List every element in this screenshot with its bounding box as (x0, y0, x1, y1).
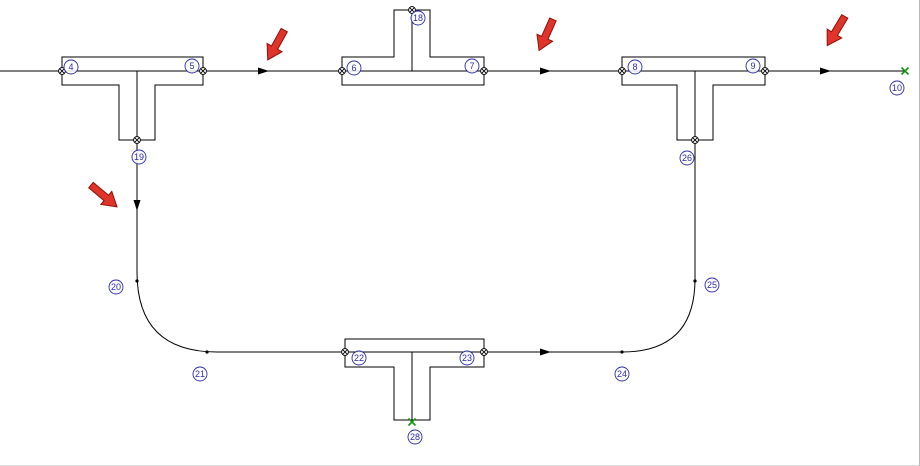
junction-number: 8 (632, 62, 637, 72)
junction-label-7[interactable]: 7 (464, 58, 480, 74)
junction-number: 4 (68, 62, 73, 72)
bend-node-dot[interactable] (620, 350, 624, 354)
junction-number: 6 (351, 63, 356, 73)
junction-label-26[interactable]: 26 (679, 150, 695, 166)
junction-label-9[interactable]: 9 (745, 58, 761, 74)
flow-direction-arrow-icon (133, 200, 141, 211)
junction-label-20[interactable]: 20 (108, 279, 124, 295)
connection-port-marker-icon[interactable] (341, 348, 349, 356)
red-pointer-arrow-icon (266, 27, 288, 61)
tee-junction-left-top[interactable] (61, 56, 204, 141)
connection-port-marker-icon[interactable] (761, 67, 769, 75)
connection-port-marker-icon[interactable] (408, 6, 416, 14)
connection-port-marker-icon[interactable] (691, 136, 699, 144)
junction-number: 25 (707, 280, 717, 290)
junction-label-5[interactable]: 5 (184, 58, 200, 74)
junction-number: 28 (410, 432, 420, 442)
junction-number: 26 (682, 153, 692, 163)
tee-junction-bottom[interactable] (344, 338, 485, 421)
junction-number: 19 (134, 152, 144, 162)
pipe-bypass-loop[interactable] (136, 71, 696, 353)
flow-direction-arrow-icon (820, 67, 831, 75)
connection-port-marker-icon[interactable] (199, 67, 207, 75)
junction-label-18[interactable]: 18 (410, 10, 426, 26)
junction-label-24[interactable]: 24 (614, 366, 630, 382)
junction-number: 22 (354, 353, 364, 363)
junction-number: 24 (617, 369, 627, 379)
tee-junction-right-top[interactable] (621, 56, 766, 141)
junction-number: 20 (111, 282, 121, 292)
junction-number: 10 (892, 83, 902, 93)
junction-number: 18 (413, 13, 423, 23)
bend-node-dot[interactable] (135, 279, 139, 283)
bend-node-dot[interactable] (693, 279, 697, 283)
endpoint-x-marker-icon[interactable] (407, 417, 417, 427)
connection-port-marker-icon[interactable] (338, 67, 346, 75)
junction-label-4[interactable]: 4 (63, 59, 79, 75)
junction-label-23[interactable]: 23 (459, 350, 475, 366)
junction-number: 5 (189, 61, 194, 71)
tee-junction-middle-top[interactable] (341, 9, 485, 86)
junction-label-10[interactable]: 10 (889, 80, 905, 96)
junction-number: 23 (462, 353, 472, 363)
flow-direction-arrow-icon (258, 67, 269, 75)
junction-label-22[interactable]: 22 (351, 350, 367, 366)
junction-number: 9 (750, 61, 755, 71)
junction-label-25[interactable]: 25 (704, 277, 720, 293)
junction-label-6[interactable]: 6 (346, 60, 362, 76)
junction-label-21[interactable]: 21 (192, 366, 208, 382)
connection-port-marker-icon[interactable] (480, 348, 488, 356)
red-pointer-arrow-icon (826, 13, 849, 47)
endpoint-x-marker-icon[interactable] (900, 66, 910, 76)
junction-number: 21 (195, 369, 205, 379)
connection-port-marker-icon[interactable] (133, 136, 141, 144)
junction-number: 7 (469, 61, 474, 71)
flow-direction-arrow-icon (540, 67, 551, 75)
connection-port-marker-icon[interactable] (618, 67, 626, 75)
flow-direction-arrow-icon (540, 348, 551, 356)
red-pointer-arrow-icon (88, 181, 118, 208)
junction-label-19[interactable]: 19 (131, 149, 147, 165)
junction-label-8[interactable]: 8 (627, 59, 643, 75)
red-pointer-arrow-icon (536, 17, 557, 52)
connection-port-marker-icon[interactable] (480, 67, 488, 75)
junction-label-28[interactable]: 28 (407, 429, 423, 445)
bend-node-dot[interactable] (205, 350, 209, 354)
